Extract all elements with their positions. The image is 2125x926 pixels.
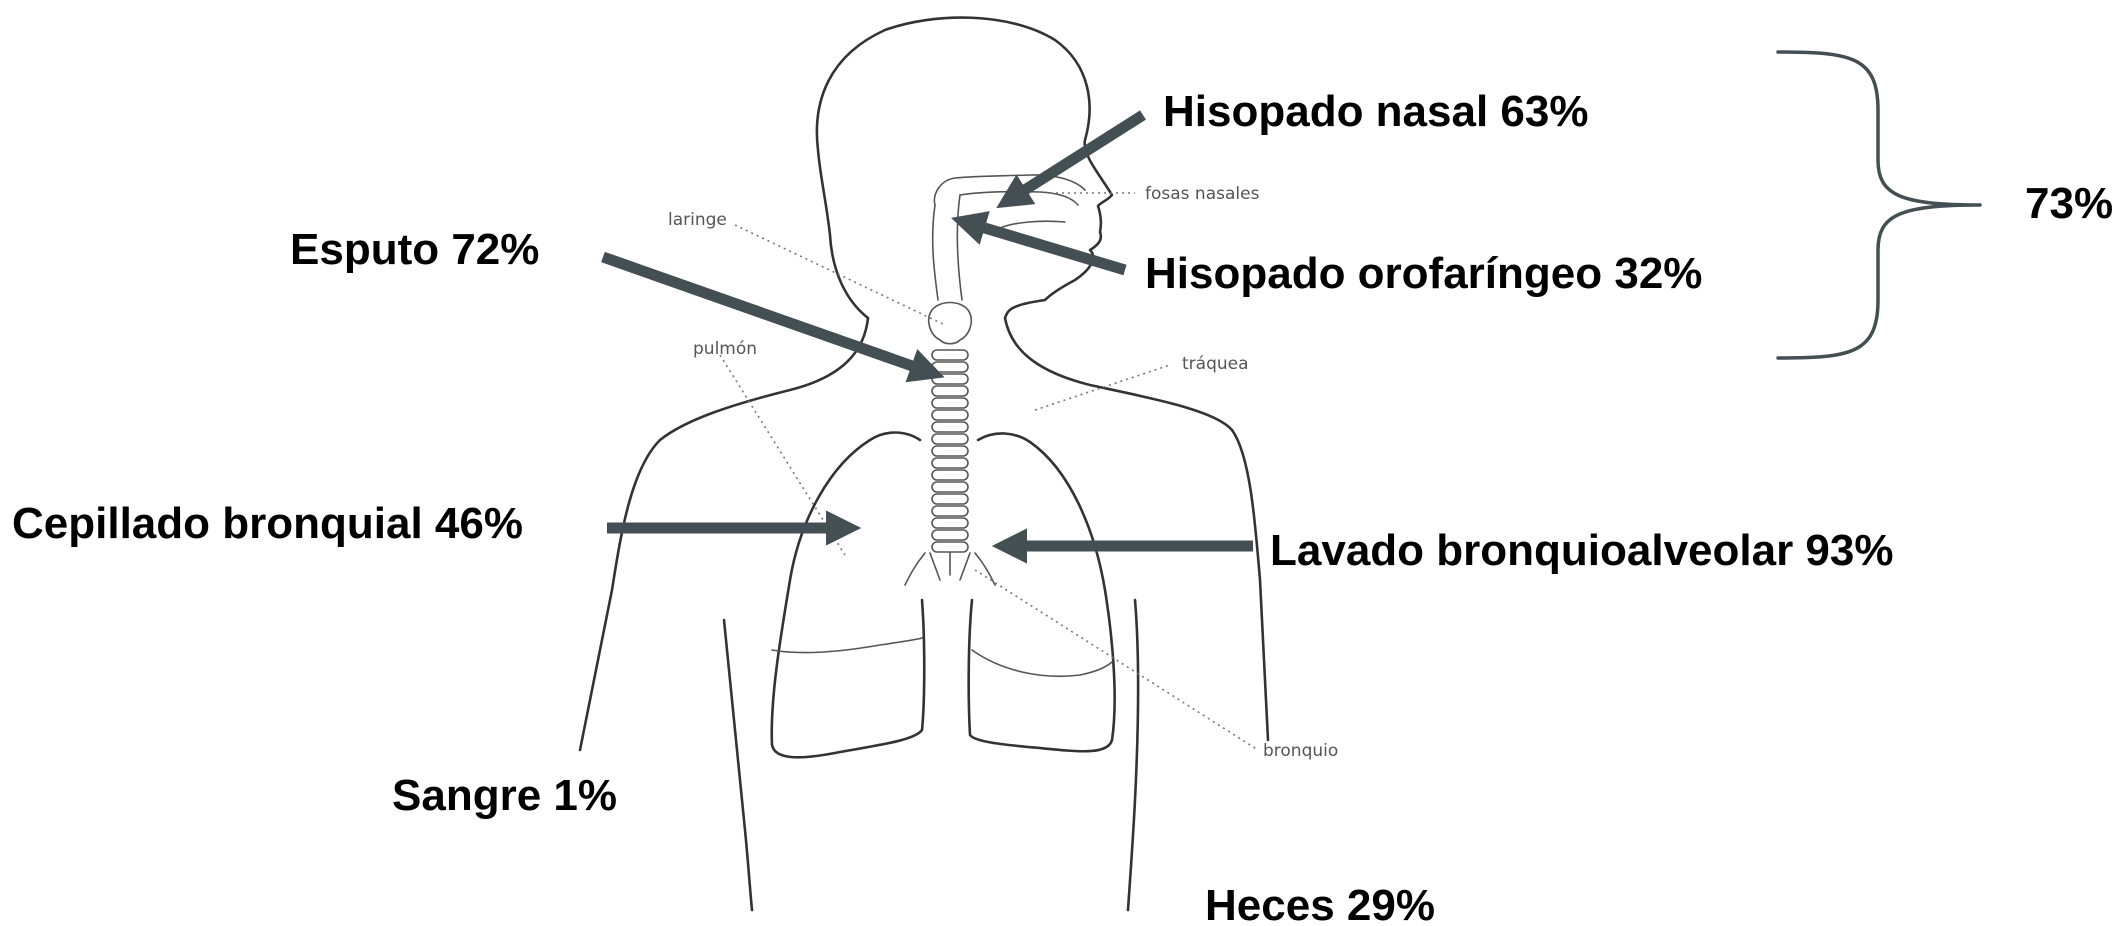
trachea-ring (932, 398, 968, 408)
trachea-ring (932, 494, 968, 504)
trachea-ring (932, 506, 968, 516)
trachea-ring (932, 410, 968, 420)
label-grupo-superior: 73% (2025, 179, 2113, 228)
label-hisopado-orofaringeo: Hisopado orofaríngeo 32% (1145, 249, 1702, 298)
trachea-ring (932, 446, 968, 456)
trachea-ring (932, 542, 968, 552)
trachea-ring (932, 434, 968, 444)
label-cepillado-bronquial: Cepillado bronquial 46% (12, 499, 523, 548)
trachea-ring (932, 530, 968, 540)
trachea-ring (932, 422, 968, 432)
trachea-ring (932, 350, 968, 360)
label-esputo: Esputo 72% (290, 225, 539, 274)
arrow-esputo (603, 257, 918, 368)
trachea-ring (932, 458, 968, 468)
label-bronquio: bronquio (1263, 741, 1338, 761)
trachea-ring (932, 374, 968, 384)
label-lavado-broncoalveolar: Lavado bronquioalveolar 93% (1270, 526, 1894, 575)
sample-arrows (603, 115, 1253, 546)
larynx-shape (929, 303, 972, 344)
bronchi-shape (905, 553, 995, 585)
label-heces: Heces 29% (1205, 881, 1435, 926)
arrow-hisopado-orofaringeo (978, 226, 1125, 270)
trachea-ring (932, 386, 968, 396)
trachea-ring (932, 518, 968, 528)
label-laringe: laringe (668, 210, 727, 230)
label-hisopado-nasal: Hisopado nasal 63% (1163, 87, 1588, 136)
trachea-ring (932, 482, 968, 492)
trachea-ring (932, 362, 968, 372)
label-traquea: tráquea (1182, 354, 1249, 374)
label-sangre: Sangre 1% (392, 771, 617, 820)
trachea-ring (932, 470, 968, 480)
label-pulmon: pulmón (693, 339, 757, 359)
grouping-brace (1778, 52, 1980, 358)
arrow-hisopado-nasal (1020, 115, 1143, 193)
body-outline (580, 18, 1268, 910)
trachea-rings (932, 350, 968, 552)
label-fosas-nasales: fosas nasales (1145, 184, 1260, 204)
